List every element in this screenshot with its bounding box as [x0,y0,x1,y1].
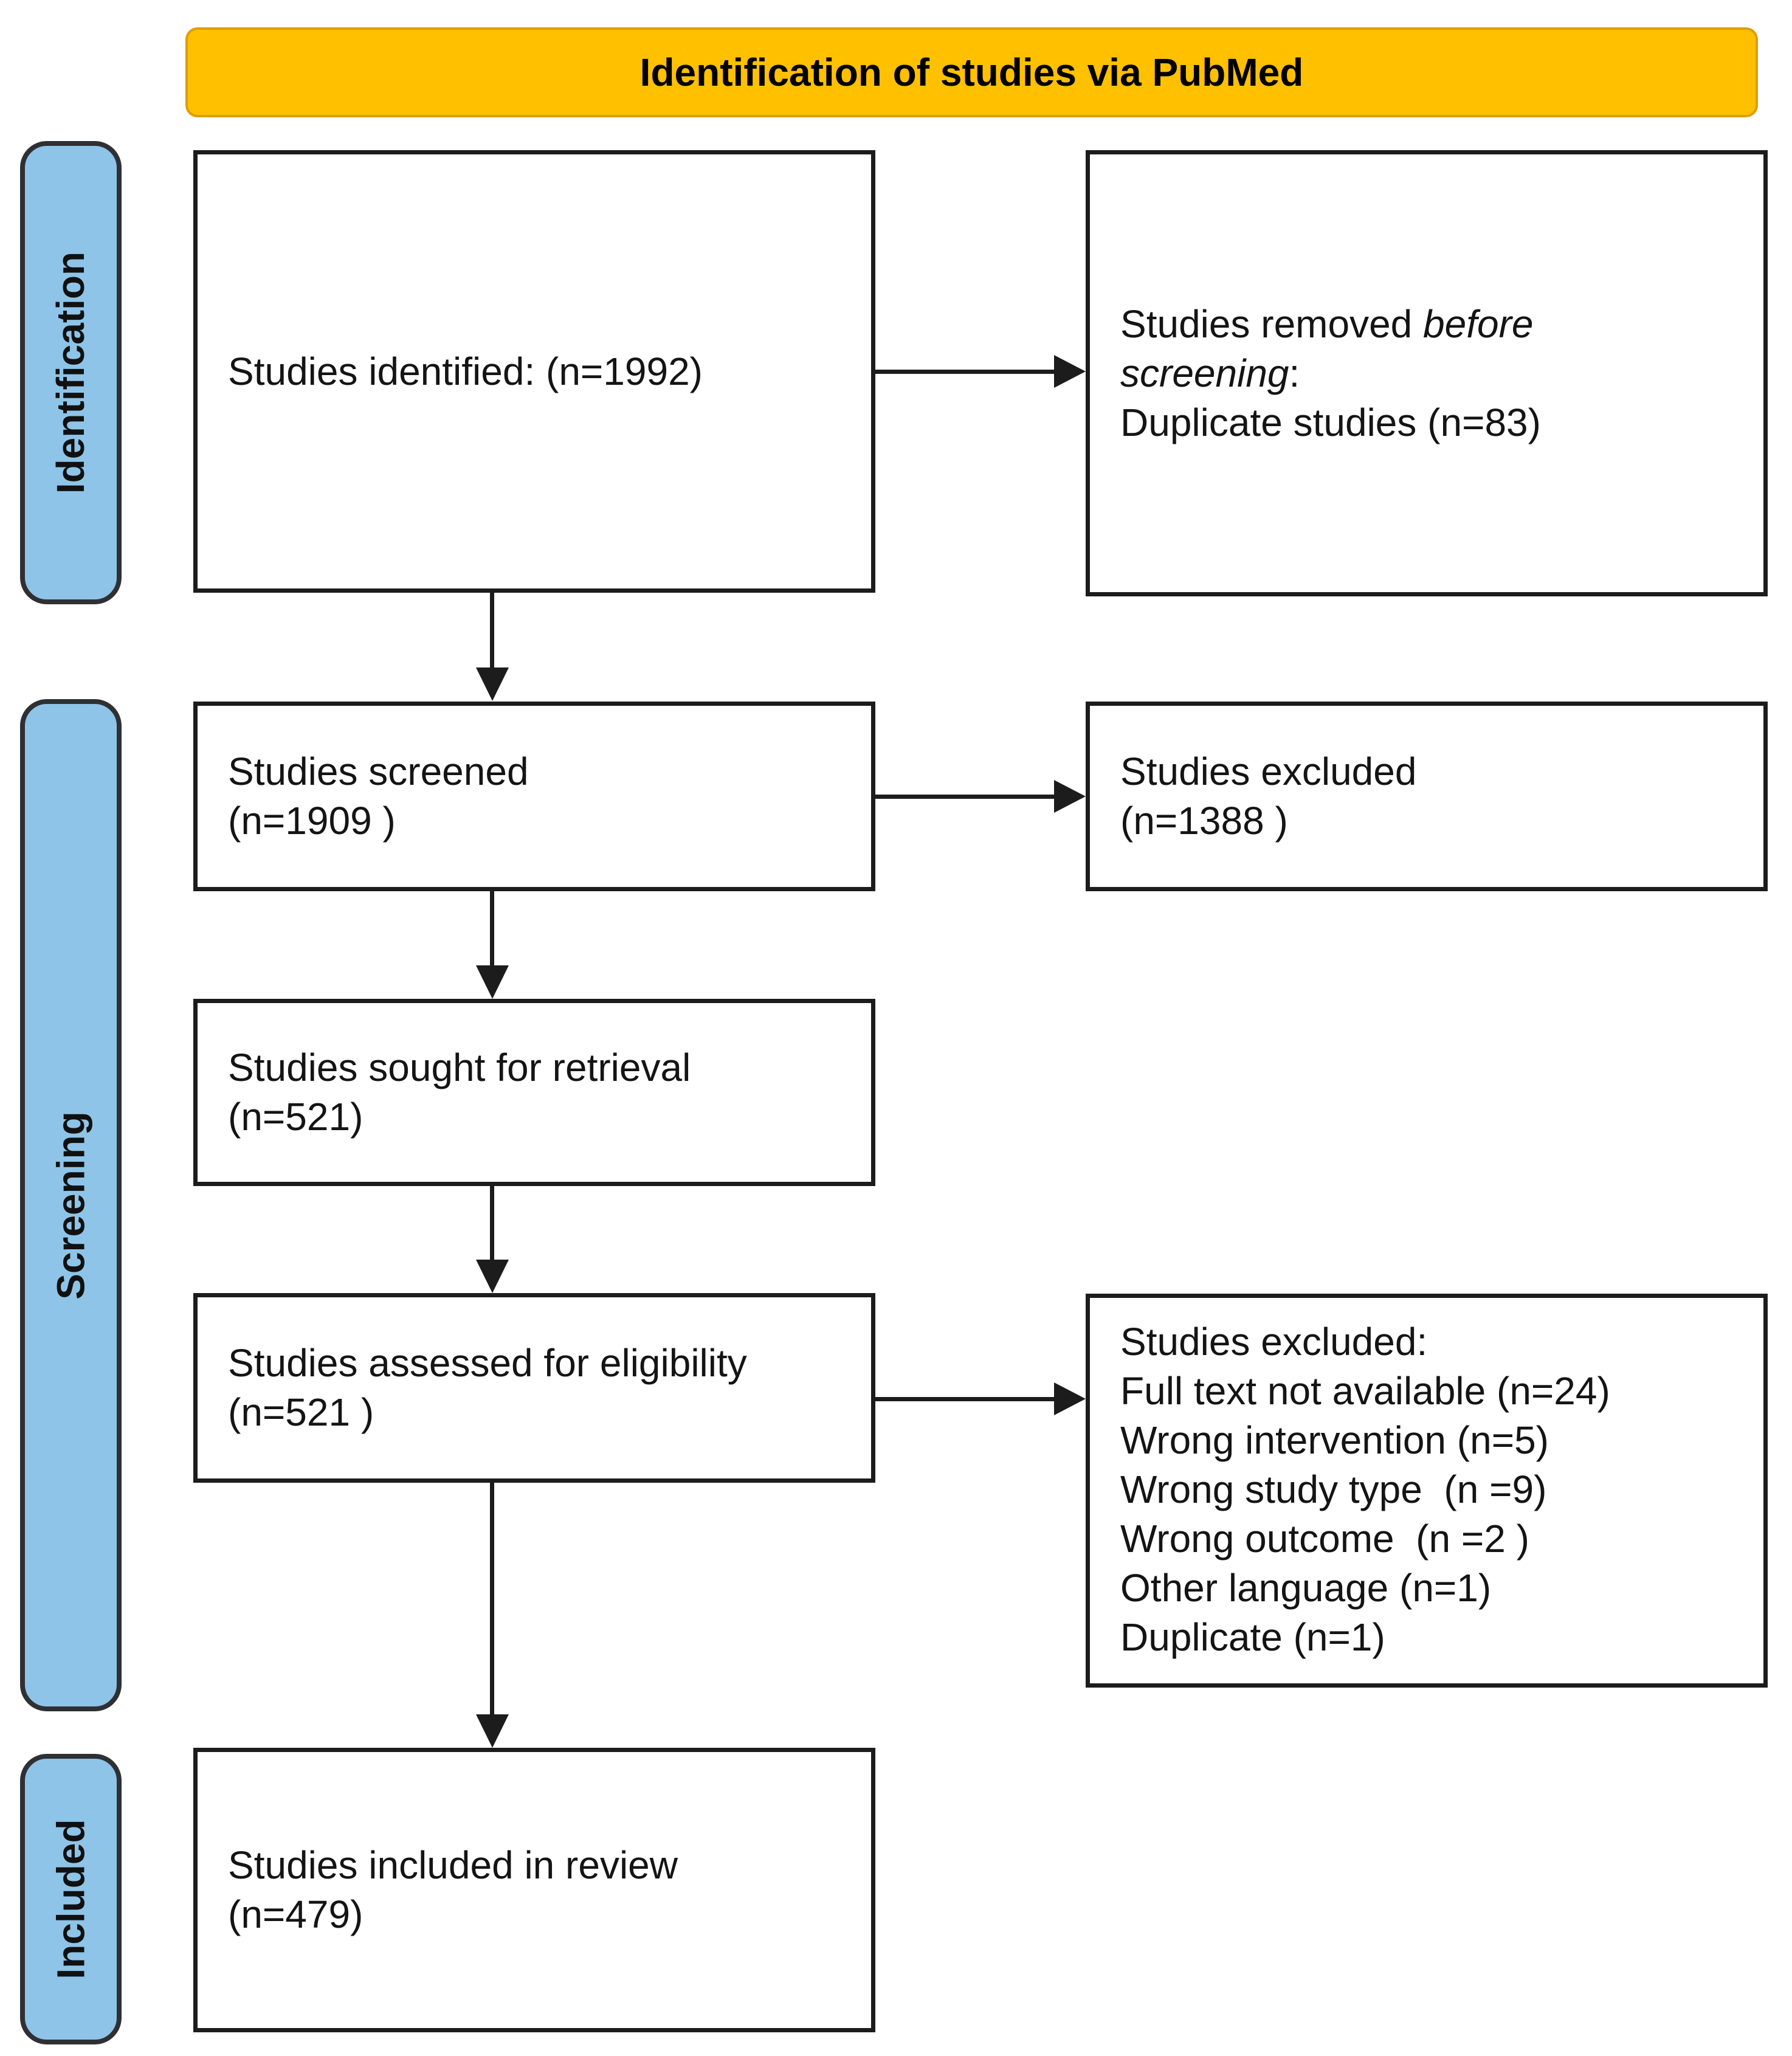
banner-title: Identification of studies via PubMed [639,50,1304,94]
stage-included-label: Included [49,1819,93,1979]
studies-included-text: Studies included in review [228,1843,678,1887]
studies-assessed-text: Studies assessed for eligibility [228,1341,747,1385]
exclusion-reason-duplicate: Duplicate (n=1) [1120,1615,1385,1659]
arrow-shaft [490,891,494,967]
studies-removed-italic-before: before [1423,302,1534,346]
arrow-shaft [875,1397,1056,1401]
box-studies-identified: Studies identified: (n=1992) [193,150,875,593]
box-studies-screened: Studies screened (n=1909 ) [193,702,875,891]
studies-identified-text: Studies identified: (n=1992) [228,349,703,393]
exclusion-reason-wrong-intervention: Wrong intervention (n=5) [1120,1418,1549,1462]
arrow-shaft [875,795,1056,799]
studies-included-count: (n=479) [228,1892,364,1936]
studies-screened-count: (n=1909 ) [228,799,396,843]
box-studies-excluded-screening: Studies excluded (n=1388 ) [1086,702,1768,891]
arrowhead-down-icon [476,965,509,999]
studies-removed-italic-screening: screening [1120,351,1289,395]
box-studies-excluded-eligibility: Studies excluded: Full text not availabl… [1086,1294,1768,1688]
arrowhead-down-icon [476,1714,509,1748]
arrowhead-down-icon [476,1260,509,1293]
arrowhead-right-icon [1054,355,1086,388]
arrow-shaft [490,1483,494,1716]
stage-screening-label: Screening [49,1111,93,1300]
studies-removed-line-2: screening: [1120,349,1745,398]
exclusion-reason-other-language: Other language (n=1) [1120,1566,1492,1610]
stage-identification-label: Identification [49,251,93,494]
studies-removed-colon: : [1289,351,1300,395]
arrowhead-right-icon [1054,780,1086,813]
arrow-shaft [875,370,1056,374]
exclusion-reason-full-text: Full text not available (n=24) [1120,1369,1610,1413]
studies-excluded-count: (n=1388 ) [1120,799,1288,843]
arrow-shaft [490,1185,494,1261]
studies-removed-line-1: Studies removed before [1120,300,1745,349]
stage-screening: Screening [20,699,122,1711]
box-studies-sought: Studies sought for retrieval (n=521) [193,999,875,1186]
exclusion-header: Studies excluded: [1120,1320,1428,1364]
exclusion-reason-wrong-outcome: Wrong outcome (n =2 ) [1120,1517,1529,1561]
studies-sought-text: Studies sought for retrieval [228,1046,691,1089]
box-studies-removed-before-screening: Studies removed before screening: Duplic… [1086,150,1768,596]
studies-excluded-text: Studies excluded [1120,750,1417,793]
studies-screened-text: Studies screened [228,750,529,793]
arrow-shaft [490,593,494,669]
banner: Identification of studies via PubMed [185,27,1758,117]
box-studies-included: Studies included in review (n=479) [193,1748,875,2032]
stage-identification: Identification [20,141,122,604]
arrowhead-down-icon [476,668,509,701]
studies-sought-count: (n=521) [228,1095,364,1139]
studies-assessed-count: (n=521 ) [228,1390,374,1434]
exclusion-reason-wrong-study-type: Wrong study type (n =9) [1120,1468,1547,1511]
box-studies-assessed: Studies assessed for eligibility (n=521 … [193,1293,875,1483]
studies-removed-regular: Studies removed [1120,302,1424,346]
arrowhead-right-icon [1054,1382,1086,1415]
duplicate-studies-count: Duplicate studies (n=83) [1120,400,1541,444]
stage-included: Included [20,1754,122,2044]
